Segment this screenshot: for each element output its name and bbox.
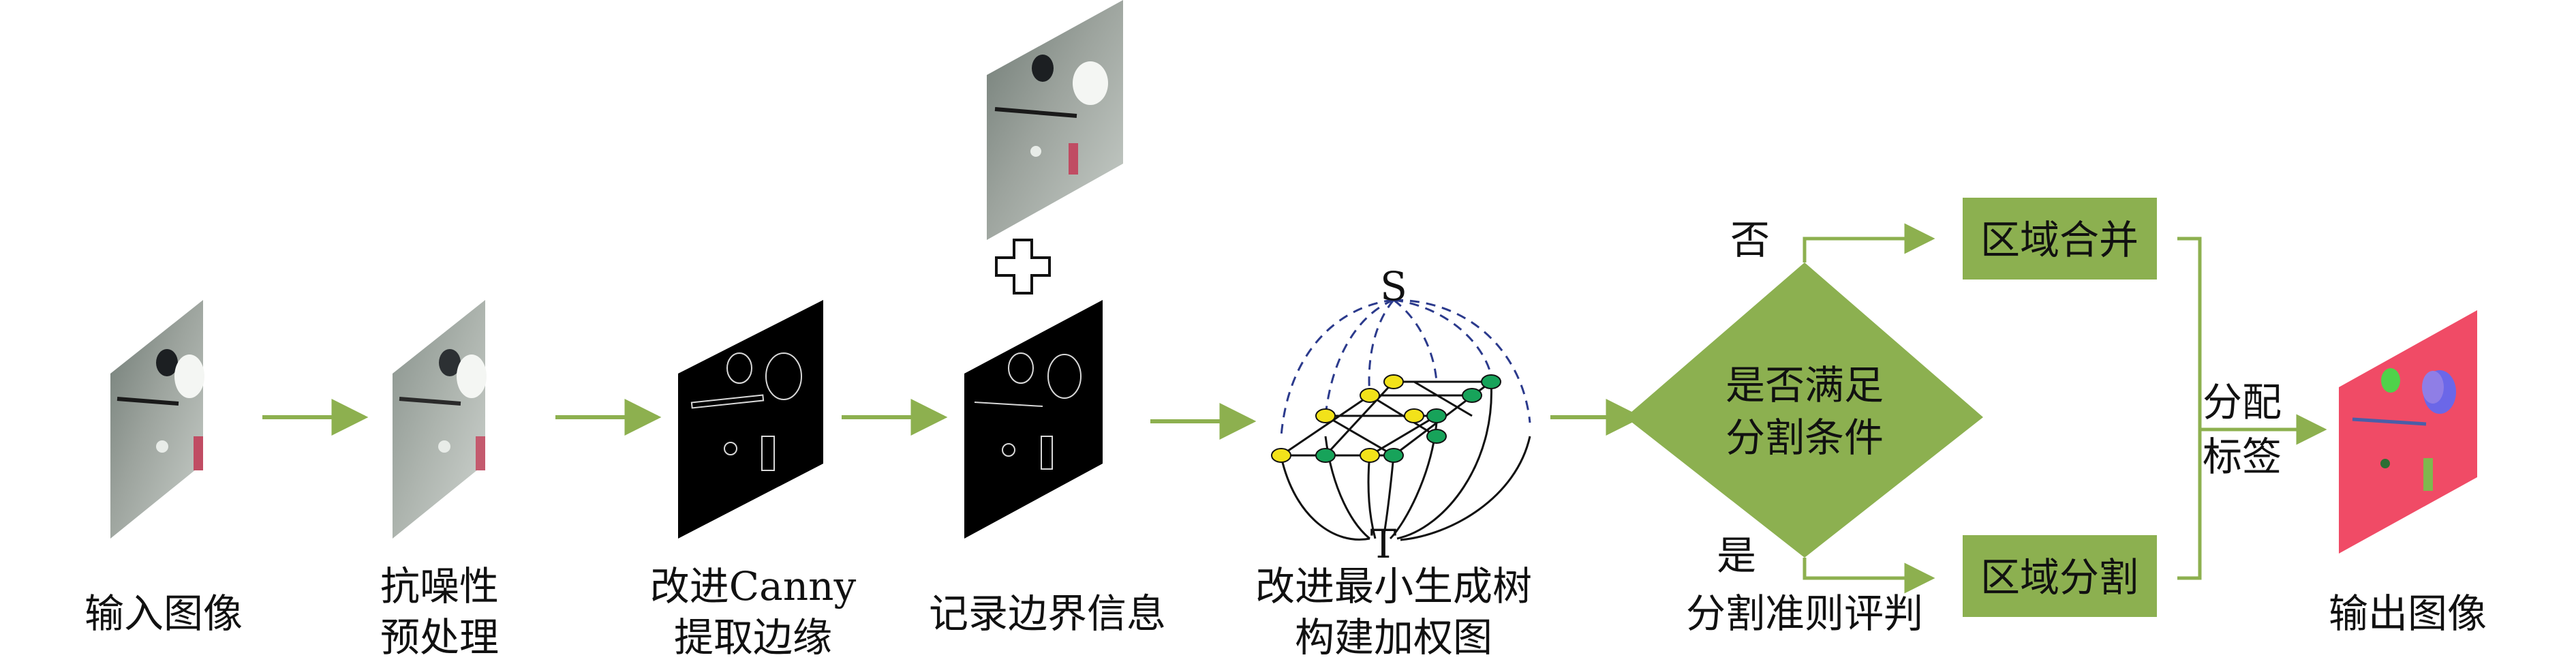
yes-branch-connector bbox=[1803, 558, 1935, 594]
step-denoise-label-line1: 抗噪性 bbox=[380, 563, 499, 609]
step-output-label: 输出图像 bbox=[2329, 590, 2487, 637]
output-image-thumbnail bbox=[2339, 310, 2477, 554]
region-merge-box: 区域合并 bbox=[1963, 198, 2157, 280]
step-mst-label-line1: 改进最小生成树 bbox=[1255, 563, 1532, 609]
source-edges bbox=[1280, 299, 1531, 437]
no-branch-label: 否 bbox=[1730, 217, 1770, 263]
decision-diamond: 是否满足 分割条件 bbox=[1625, 262, 1983, 558]
reference-image-thumbnail bbox=[987, 0, 1123, 240]
step-mst-label-line2: 构建加权图 bbox=[1295, 614, 1492, 661]
source-node-label: S bbox=[1380, 263, 1407, 310]
weighted-graph-diagram: S T bbox=[1271, 263, 1531, 567]
graph-nodes bbox=[1271, 374, 1501, 463]
step-judge-label: 分割准则评判 bbox=[1686, 590, 1923, 637]
step-denoise-label-line2: 预处理 bbox=[380, 614, 499, 661]
plus-icon bbox=[995, 239, 1051, 295]
input-image-thumbnail bbox=[110, 300, 204, 539]
assign-label-line1: 分配 bbox=[2203, 379, 2282, 425]
denoised-image-thumbnail bbox=[393, 300, 487, 539]
region-merge-label: 区域合并 bbox=[1980, 217, 2138, 263]
step-canny-label-line2: 提取边缘 bbox=[674, 614, 832, 661]
grid-edges bbox=[1281, 380, 1492, 457]
yes-branch-label: 是 bbox=[1717, 532, 1756, 579]
step-input-label: 输入图像 bbox=[85, 590, 243, 637]
sink-node-label: T bbox=[1370, 521, 1397, 567]
step-canny-label-line1: 改进Canny bbox=[650, 563, 857, 609]
step-record-label: 记录边界信息 bbox=[929, 590, 1166, 637]
decision-text-line1: 是否满足 bbox=[1726, 362, 1884, 408]
decision-text-line2: 分割条件 bbox=[1726, 414, 1884, 461]
boundary-edge-thumbnail bbox=[964, 300, 1103, 539]
canny-edge-thumbnail bbox=[678, 300, 823, 539]
merge-join-connector bbox=[2177, 237, 2327, 580]
region-split-label: 区域分割 bbox=[1980, 554, 2138, 601]
region-split-box: 区域分割 bbox=[1963, 535, 2157, 617]
no-branch-connector bbox=[1803, 223, 1935, 262]
assign-label-line2: 标签 bbox=[2203, 434, 2282, 480]
